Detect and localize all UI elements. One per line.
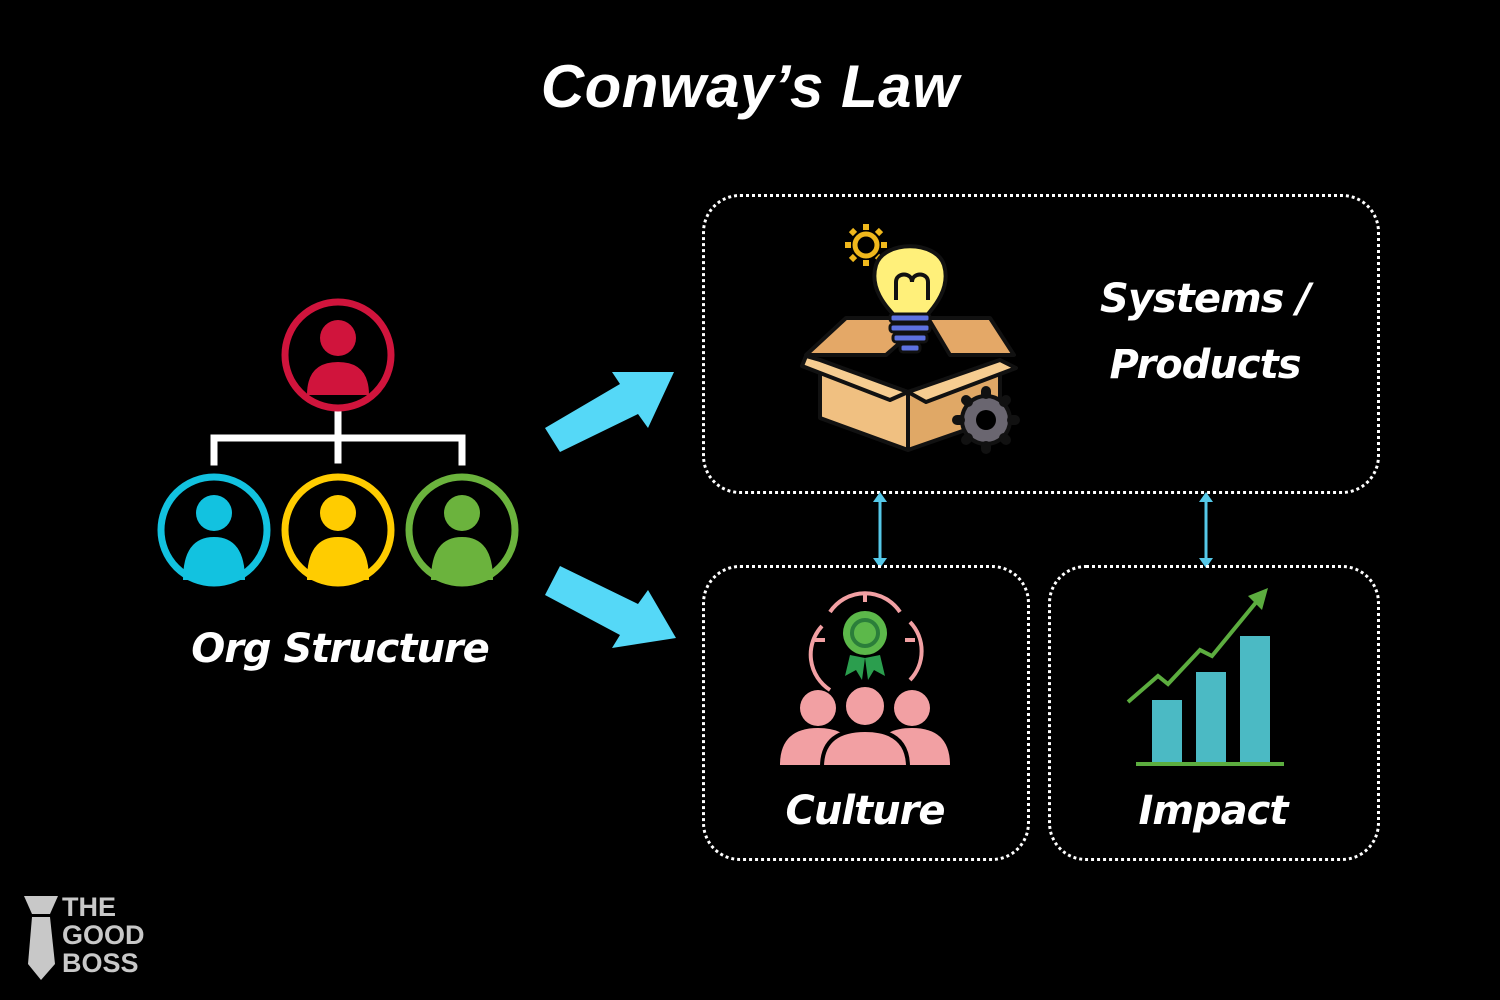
- bidirectional-arrow-icon: [873, 492, 887, 568]
- tie-logo-icon: [24, 896, 58, 980]
- culture-label: Culture: [785, 788, 946, 834]
- idea-box-icon: [800, 224, 1020, 454]
- org-structure-label: Org Structure: [191, 626, 490, 672]
- page-title: Conway’s Law: [540, 53, 960, 120]
- logo-line: BOSS: [62, 948, 139, 978]
- culture-box: [702, 565, 1030, 861]
- team-member-avatar-icon: [405, 473, 519, 587]
- manager-avatar-icon: [281, 298, 395, 412]
- light-bulb-icon: [872, 244, 948, 354]
- gear-icon: [952, 386, 1020, 454]
- systems-products-box: [702, 194, 1380, 494]
- systems-label-line1: Systems /: [1100, 276, 1311, 322]
- team-member-avatar-icon: [281, 473, 395, 587]
- logo-wordmark: THE GOOD BOSS: [62, 893, 145, 977]
- team-culture-icon: [780, 591, 950, 769]
- logo-line: GOOD: [62, 920, 145, 950]
- systems-label-line2: Products: [1109, 342, 1301, 388]
- logo-line: THE: [62, 892, 116, 922]
- arrow-down-right-icon: [545, 566, 676, 648]
- team-member-avatar-icon: [157, 473, 271, 587]
- arrow-up-right-icon: [545, 372, 674, 452]
- impact-label: Impact: [1138, 788, 1288, 834]
- bidirectional-arrow-icon: [1199, 492, 1213, 568]
- growth-chart-icon: [1126, 588, 1284, 766]
- org-chart-icon: [157, 298, 519, 587]
- impact-box: [1048, 565, 1380, 861]
- award-badge-icon: [843, 611, 887, 680]
